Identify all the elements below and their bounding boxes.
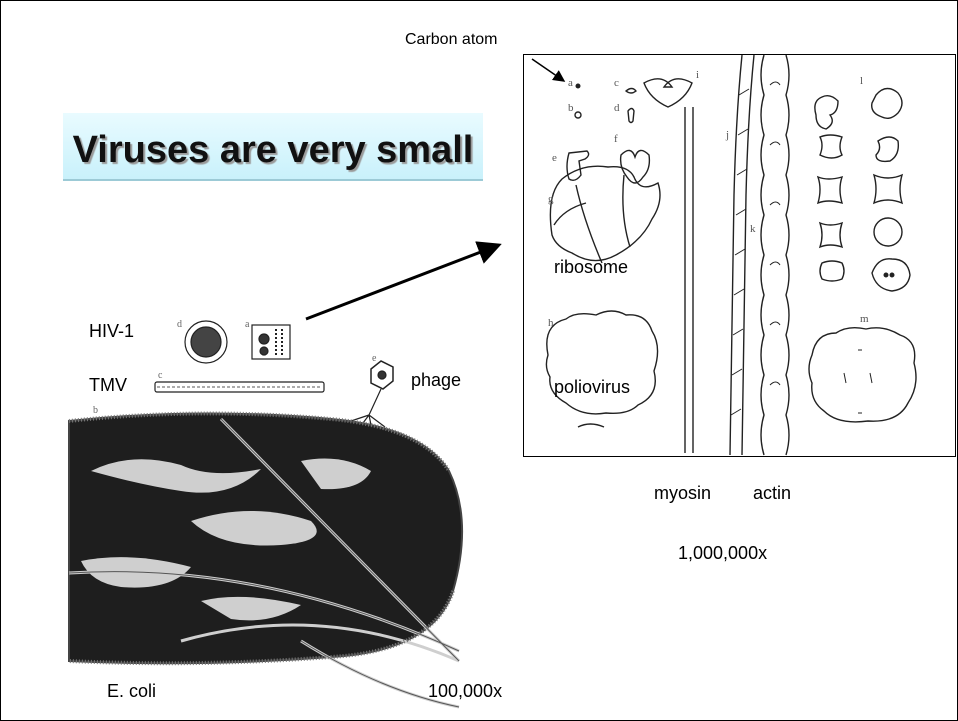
phage-label: phage <box>411 370 461 391</box>
fig-letter-d-left: d <box>177 319 182 330</box>
myosin-label: myosin <box>654 483 711 504</box>
fig-letter-a-left: a <box>245 319 249 330</box>
tmv-label: TMV <box>89 375 127 396</box>
magnification-right: 1,000,000x <box>678 543 767 564</box>
ecoli-label: E. coli <box>107 681 156 702</box>
fig-letter-e-left: e <box>372 353 376 364</box>
fig-letter-c-left: c <box>158 370 162 381</box>
hiv-label: HIV-1 <box>89 321 134 342</box>
fig-letter-b-left: b <box>93 405 98 416</box>
magnification-left: 100,000x <box>428 681 502 702</box>
actin-label: actin <box>753 483 791 504</box>
